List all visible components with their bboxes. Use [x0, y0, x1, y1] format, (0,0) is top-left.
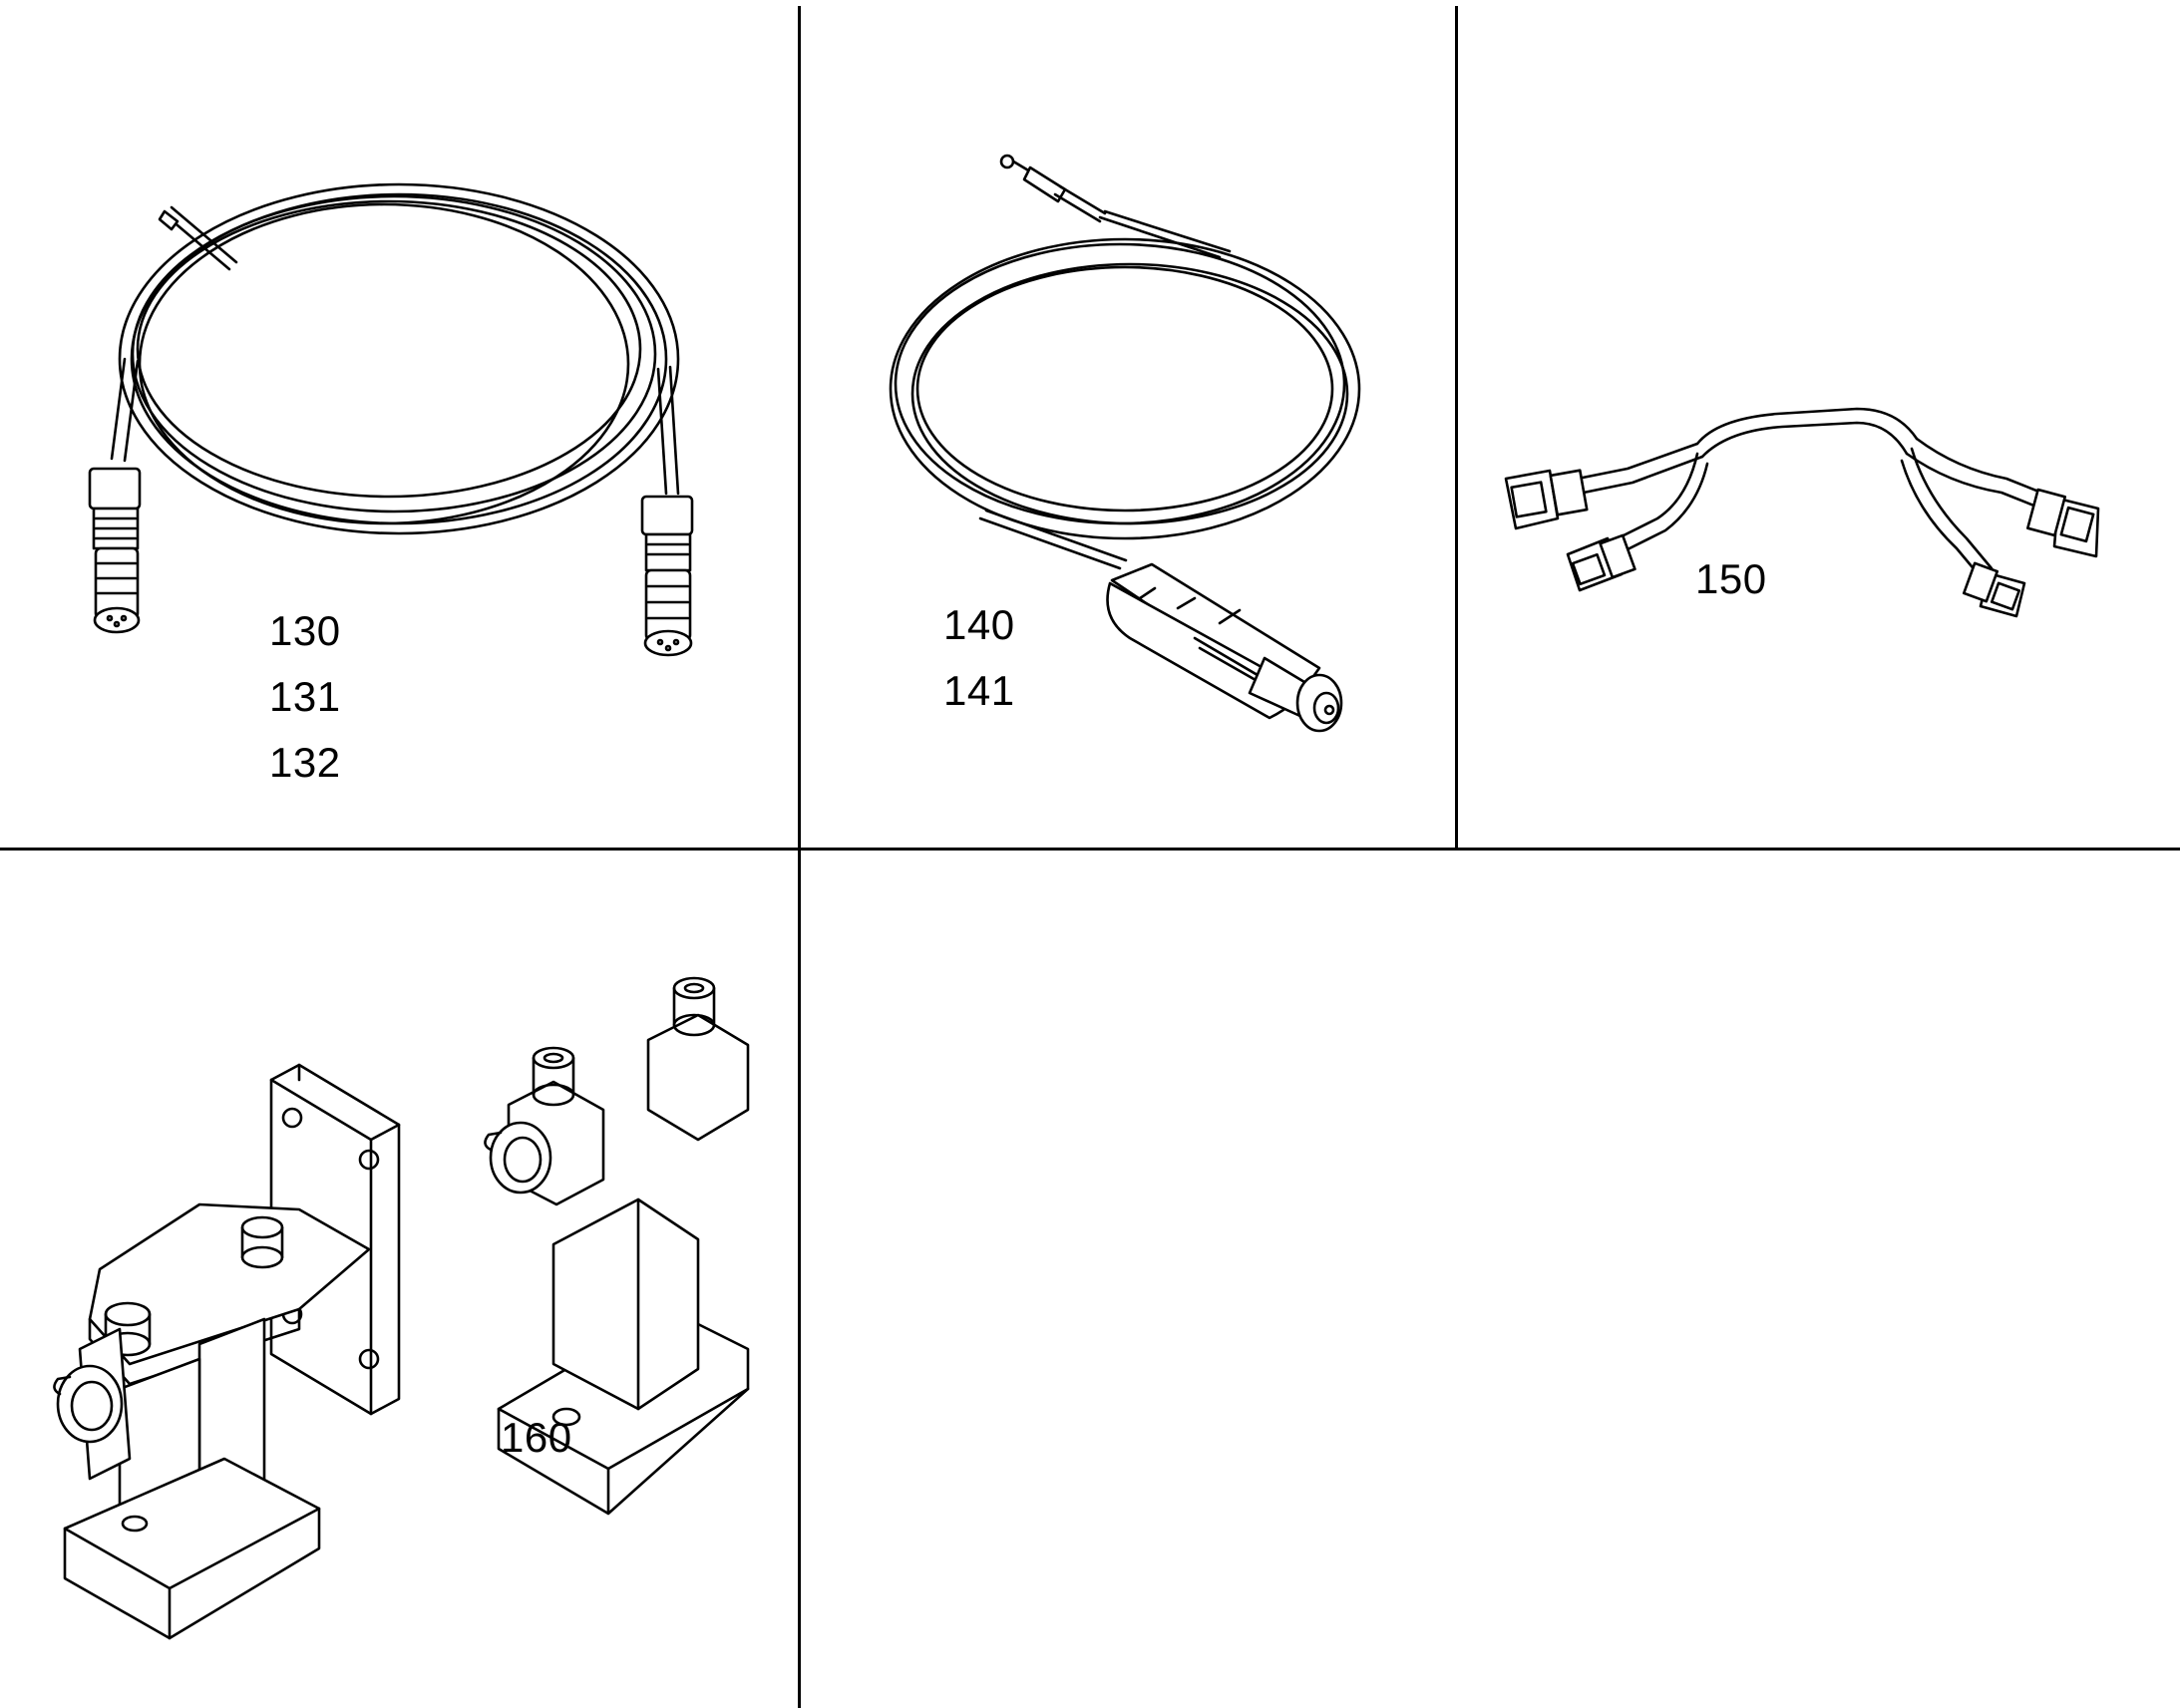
cell-cable-plug: 140 141: [801, 0, 1455, 848]
divider-h: [0, 848, 2180, 851]
cell-y-harness: 150: [1458, 0, 2180, 848]
coiled-cable-din-drawing: [88, 182, 694, 657]
part-number-label: 141: [943, 667, 1015, 714]
y-harness-drawing: [1504, 407, 2100, 618]
part-number-label: 131: [269, 673, 341, 720]
part-number-label: 140: [943, 601, 1015, 648]
part-number-label: 160: [501, 1414, 572, 1461]
cell-brackets: 160: [0, 851, 798, 1708]
mounting-brackets-drawing: [53, 976, 750, 1640]
divider-v-2: [1455, 6, 1458, 850]
part-number-label: 150: [1695, 555, 1767, 602]
part-number-label: 130: [269, 607, 341, 654]
part-number-label: 132: [269, 739, 341, 786]
cell-empty: [801, 851, 2180, 1708]
cell-cable-din: 130 131 132: [0, 0, 798, 848]
coiled-cable-plug-drawing: [889, 154, 1361, 733]
divider-v-1: [798, 6, 801, 1708]
